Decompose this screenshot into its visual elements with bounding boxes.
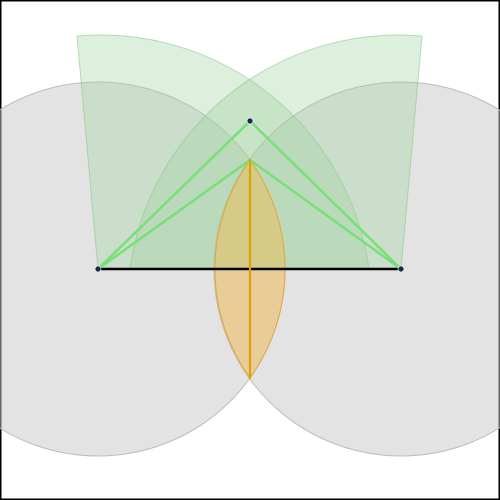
segment-c-b (248, 119, 403, 271)
points-layer (94, 117, 405, 273)
sector-a (76, 34, 370, 270)
segment-l1-b (248, 158, 403, 271)
segments-layer (96, 119, 403, 380)
segment-a-l1 (96, 158, 252, 271)
sectors-layer (76, 34, 423, 270)
point-a[interactable] (94, 265, 102, 273)
segment-a-c (96, 119, 252, 271)
sector-b (129, 34, 423, 270)
point-b[interactable] (397, 265, 405, 273)
point-c[interactable] (246, 117, 254, 125)
